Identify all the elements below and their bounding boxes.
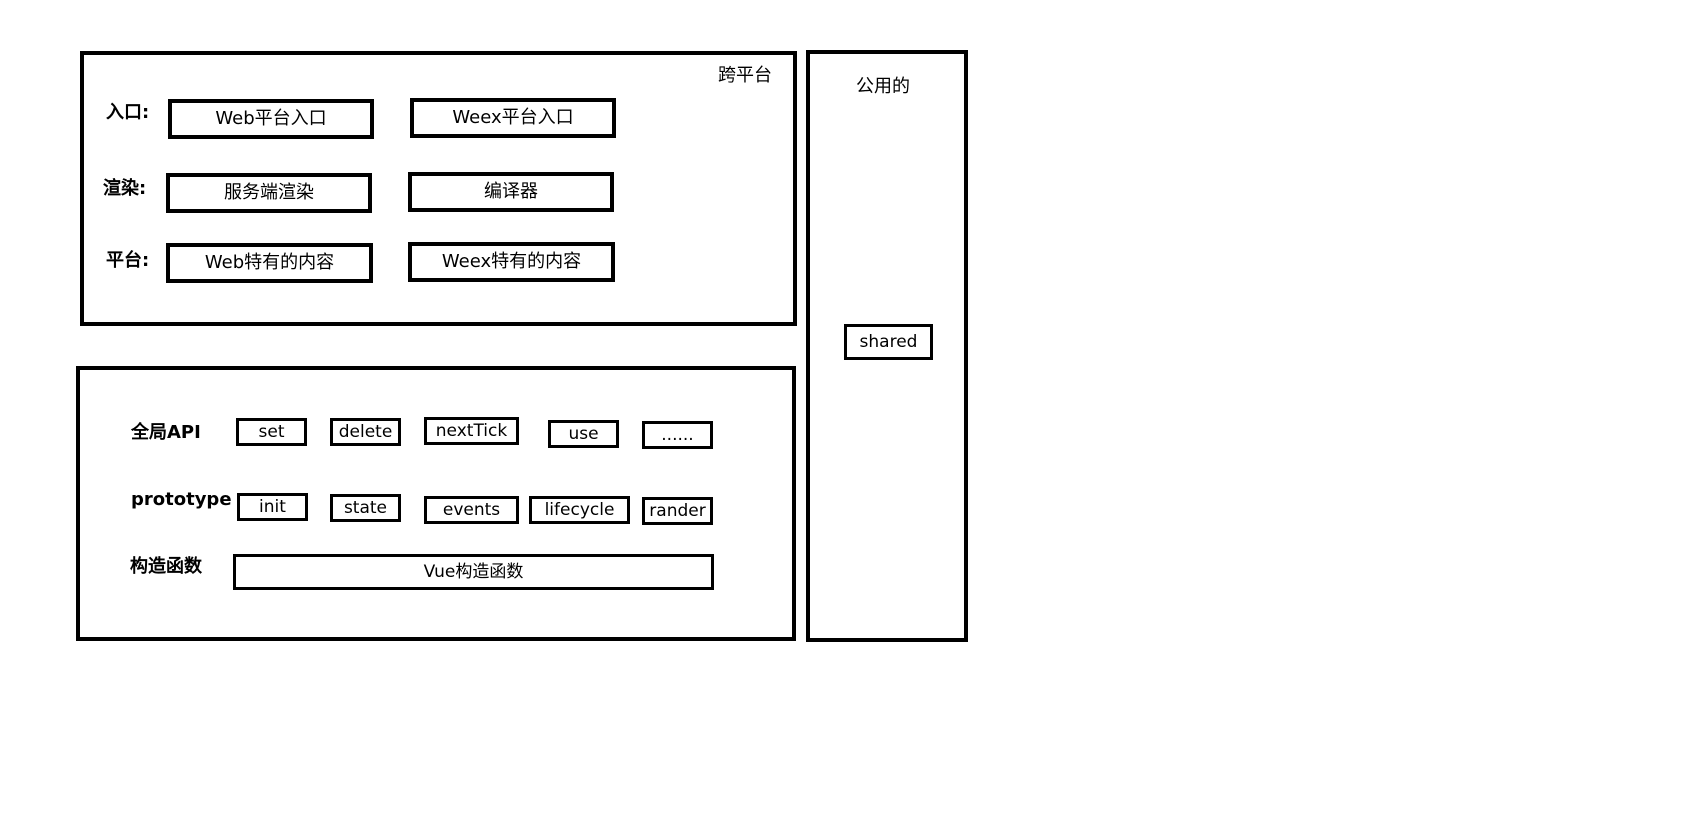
shared-panel-title: 公用的 (856, 76, 910, 97)
api-set-box: set (236, 418, 307, 446)
proto-init-box: init (237, 493, 308, 521)
global-api-label: 全局API (131, 422, 201, 443)
api-use-box: use (548, 420, 619, 448)
proto-lifecycle-box: lifecycle (529, 496, 630, 524)
prototype-label: prototype (131, 489, 232, 510)
shared-box: shared (844, 324, 933, 360)
vue-constructor-box: Vue构造函数 (233, 554, 714, 590)
compiler-box: 编译器 (408, 172, 614, 212)
weex-entry-box: Weex平台入口 (410, 98, 616, 138)
proto-state-box: state (330, 494, 401, 522)
platform-panel-title: 跨平台 (718, 65, 772, 86)
platform-row-label: 平台: (106, 250, 150, 271)
web-specific-box: Web特有的内容 (166, 243, 373, 283)
weex-specific-box: Weex特有的内容 (408, 242, 615, 282)
proto-rander-box: rander (642, 497, 713, 525)
web-entry-box: Web平台入口 (168, 99, 374, 139)
api-delete-box: delete (330, 418, 401, 446)
server-render-box: 服务端渲染 (166, 173, 372, 213)
api-more-box: ...... (642, 421, 713, 449)
constructor-label: 构造函数 (130, 556, 202, 577)
entry-row-label: 入口: (106, 102, 150, 123)
api-nexttick-box: nextTick (424, 417, 519, 445)
render-row-label: 渲染: (103, 178, 147, 199)
proto-events-box: events (424, 496, 519, 524)
